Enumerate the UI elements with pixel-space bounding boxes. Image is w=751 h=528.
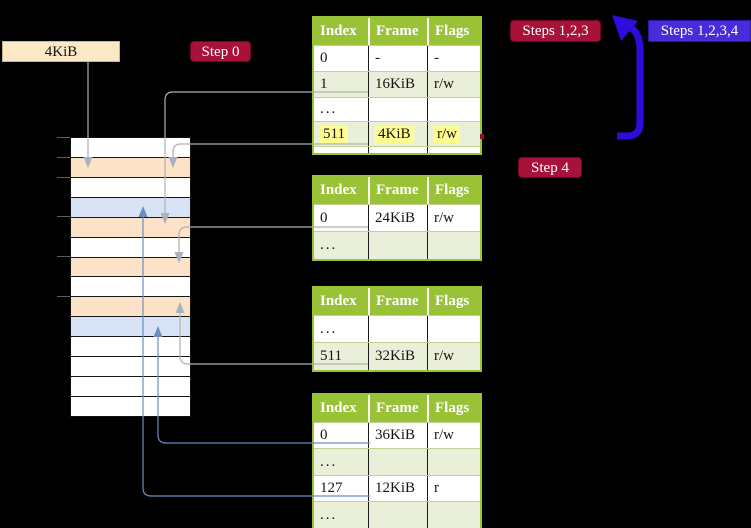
page-table-level-top-row0-cell1: - bbox=[368, 46, 427, 71]
page-table-level-4-row3-cell1 bbox=[368, 502, 427, 528]
empty-cell bbox=[314, 147, 368, 153]
page-table-level-3-header-index: Index bbox=[320, 293, 357, 309]
empty-cell bbox=[368, 147, 427, 153]
page-table-level-top-header-index: Index bbox=[320, 23, 357, 39]
page-table-level-2-row1-cell1 bbox=[368, 232, 427, 259]
page-table-level-3-header-frame: Frame bbox=[368, 288, 427, 315]
page-table-level-top-empty-strip bbox=[314, 146, 480, 153]
page-table-level-2-header-index: Index bbox=[320, 182, 357, 198]
page-table-level-top-row2-cell0: ... bbox=[320, 101, 338, 117]
page-table-level-3-row1-cell0: 511 bbox=[320, 348, 342, 364]
page-table-level-top-row0-cell0: 0 bbox=[320, 50, 328, 66]
page-table-level-top-row-511: 511 4KiB r/w bbox=[314, 121, 480, 146]
page-table-level-4-row2-cell2: r bbox=[427, 476, 480, 501]
page-table-level-4-row0-cell0: 0 bbox=[320, 427, 328, 443]
step0-badge: Step 0 bbox=[190, 41, 251, 62]
page-table-level-4-header-frame: Frame bbox=[368, 395, 427, 422]
page-table-level-3-row1-cell1: 32KiB bbox=[368, 343, 427, 370]
empty-cell bbox=[427, 147, 480, 153]
page-table-level-3-row0-cell1 bbox=[368, 316, 427, 342]
highlighted-value: r/w bbox=[434, 125, 460, 143]
page-table-level-4-header-index: Index bbox=[320, 400, 357, 416]
physical-memory-stack bbox=[70, 137, 191, 417]
page-table-level-top-row-...: ... bbox=[314, 97, 480, 121]
memory-tick bbox=[57, 157, 70, 158]
page-table-level-top-row1-cell2: r/w bbox=[427, 72, 480, 97]
page-table-level-4-header-flags: Flags bbox=[427, 395, 480, 422]
page-table-level-3-row-...: ... bbox=[314, 315, 480, 342]
steps1234-badge: Steps 1,2,3,4 bbox=[648, 20, 751, 42]
page-table-level-4-row0-cell1: 36KiB bbox=[368, 423, 427, 448]
memory-frame-cell-9 bbox=[71, 316, 190, 337]
memory-frame-cell-12 bbox=[71, 376, 190, 396]
page-table-level-top-row2-cell1 bbox=[368, 98, 427, 121]
page-table-level-4-row2-cell0: 127 bbox=[320, 480, 343, 496]
memory-frame-cell-13 bbox=[71, 395, 190, 416]
page-table-level-3-row1-cell2: r/w bbox=[427, 343, 480, 370]
page-table-level-top-row0-cell2: - bbox=[427, 46, 480, 71]
page-table-level-3-row0-cell2 bbox=[427, 316, 480, 342]
page-table-level-2-row0-cell1: 24KiB bbox=[368, 205, 427, 231]
page-table-level-4-row2-cell1: 12KiB bbox=[368, 476, 427, 501]
memory-tick bbox=[57, 256, 70, 257]
memory-frame-cell-4 bbox=[71, 216, 190, 237]
step4-badge: Step 4 bbox=[518, 157, 582, 178]
steps123-badge: Steps 1,2,3 bbox=[510, 20, 601, 42]
page-table-level-2-row1-cell2 bbox=[427, 232, 480, 259]
page-table-level-3-row0-cell0: ... bbox=[320, 320, 338, 337]
page-table-level-2-row0-cell0: 0 bbox=[320, 209, 328, 226]
memory-tick bbox=[57, 177, 70, 178]
memory-frame-cell-7 bbox=[71, 276, 190, 297]
page-table-level-2-row1-cell0: ... bbox=[320, 237, 338, 253]
recursive-loop-arrow-line bbox=[617, 23, 644, 140]
memory-frame-cell-1 bbox=[71, 156, 190, 177]
highlighted-value: 4KiB bbox=[375, 125, 414, 143]
page-table-level-top-header-flags: Flags bbox=[427, 18, 480, 45]
page-table-level-4-row-...: ... bbox=[314, 448, 480, 475]
recursive-loop-arrowhead-icon bbox=[612, 15, 638, 41]
page-table-level-top-row1-cell1: 16KiB bbox=[368, 72, 427, 97]
page-table-level-4-row3-cell2 bbox=[427, 502, 480, 528]
memory-frame-cell-6 bbox=[71, 256, 190, 277]
frame-size-label: 4KiB bbox=[2, 41, 120, 62]
page-table-level-4-row3-cell0: ... bbox=[320, 506, 338, 523]
page-table-level-2-header-flags: Flags bbox=[427, 177, 480, 204]
page-table-level-4-row1-cell1 bbox=[368, 449, 427, 475]
memory-tick bbox=[57, 216, 70, 217]
page-table-level-2-row0-cell2: r/w bbox=[427, 205, 480, 231]
memory-tick bbox=[57, 296, 70, 297]
page-table-level-top-row2-cell2 bbox=[427, 98, 480, 121]
page-table-level-2-row-...: ... bbox=[314, 231, 480, 259]
page-table-level-top-row3-cell2: r/w bbox=[427, 122, 480, 146]
memory-frame-cell-2 bbox=[71, 176, 190, 197]
memory-frame-cell-3 bbox=[71, 196, 190, 217]
memory-frame-cell-10 bbox=[71, 336, 190, 357]
memory-frame-cell-5 bbox=[71, 236, 190, 257]
page-table-level-4-row1-cell0: ... bbox=[320, 453, 338, 470]
page-table-level-top-row-0: 0 -- bbox=[314, 45, 480, 71]
page-table-level-4-row0-cell2: r/w bbox=[427, 423, 480, 448]
memory-frame-cell-8 bbox=[71, 296, 190, 317]
highlighted-value: 511 bbox=[320, 125, 348, 143]
page-table-level-top-row1-cell0: 1 bbox=[320, 76, 328, 92]
page-table-level-3-header-flags: Flags bbox=[427, 288, 480, 315]
page-table-level-2-header-frame: Frame bbox=[368, 177, 427, 204]
page-table-level-top-row3-cell0: 511 bbox=[314, 122, 368, 146]
memory-tick bbox=[57, 137, 70, 138]
memory-frame-cell-11 bbox=[71, 356, 190, 377]
page-table-level-top-row3-cell1: 4KiB bbox=[368, 122, 427, 146]
page-table-level-4-row-...: ... bbox=[314, 501, 480, 528]
memory-frame-cell-0 bbox=[71, 138, 190, 157]
page-table-level-top-header-frame: Frame bbox=[368, 18, 427, 45]
page-table-level-4-row1-cell2 bbox=[427, 449, 480, 475]
